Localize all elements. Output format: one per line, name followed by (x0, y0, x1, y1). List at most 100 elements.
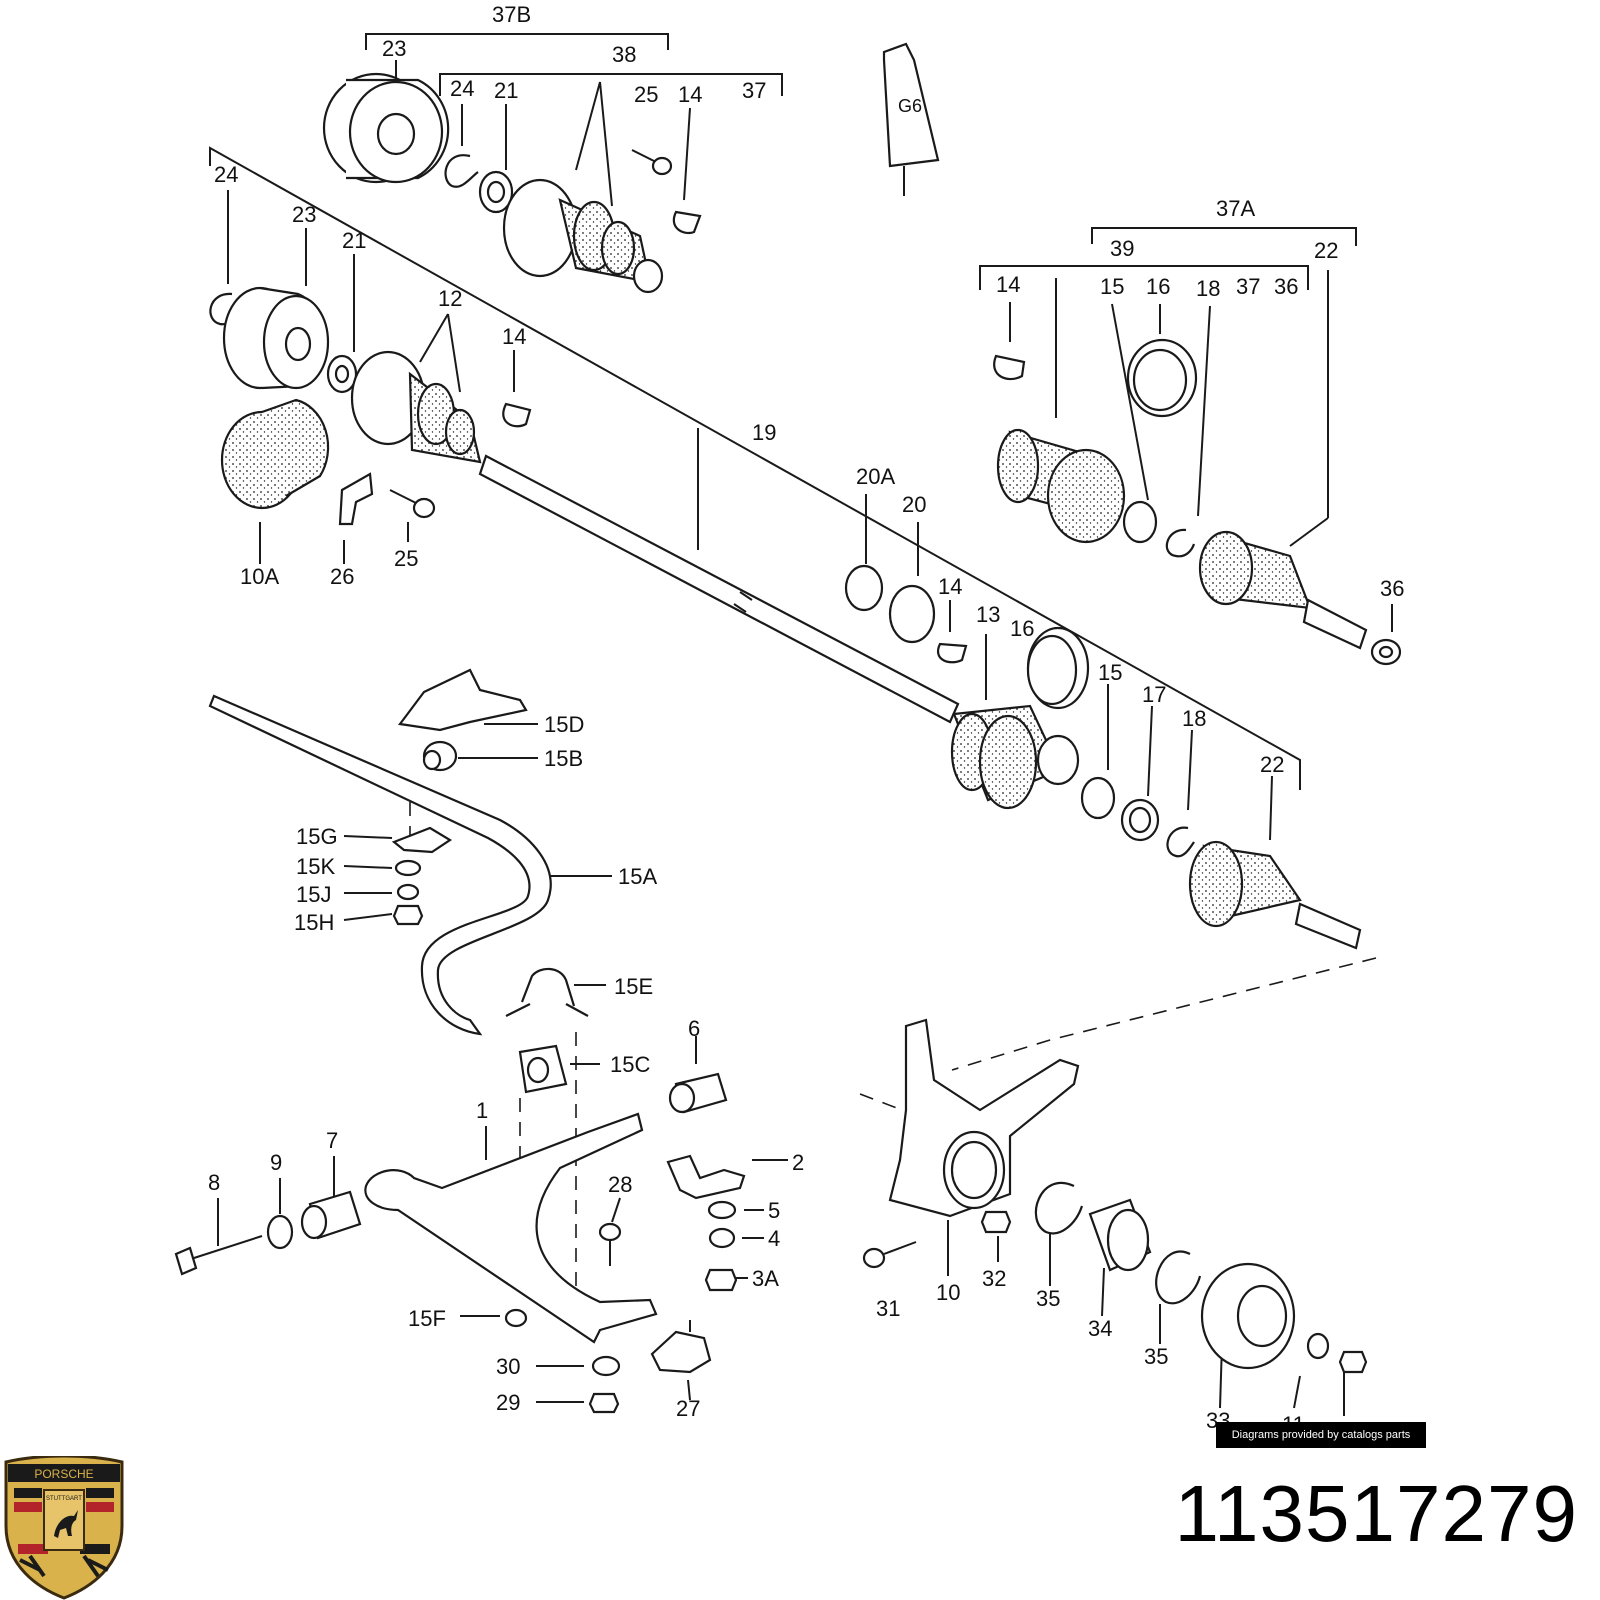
callout-labels: 37B 23 38 24 21 25 14 37 24 23 21 12 14 … (208, 2, 1404, 1437)
outer-cv-joint-part-22-lower (1188, 840, 1362, 950)
callout-label: 22 (1260, 752, 1284, 777)
callout-label: 10 (936, 1280, 960, 1305)
drive-shaft-part-19 (478, 454, 960, 724)
callout-label: 35 (1036, 1286, 1060, 1311)
nut-part-11-hub (1338, 1350, 1368, 1374)
nut-part-32 (980, 1210, 1012, 1234)
callout-label: 36 (1274, 274, 1298, 299)
callout-label: 14 (678, 82, 702, 107)
callout-label: 37 (1236, 274, 1260, 299)
callout-label: 7 (326, 1128, 338, 1153)
nut-part-15H (392, 904, 424, 926)
callout-label: 6 (688, 1016, 700, 1041)
callout-label: 24 (214, 162, 238, 187)
callout-label: 35 (1144, 1344, 1168, 1369)
callout-label: 23 (292, 202, 316, 227)
callout-label: 16 (1010, 616, 1034, 641)
crest-city: STUTTGART (46, 1496, 82, 1502)
callout-label: 16 (1146, 274, 1170, 299)
sway-bar-part-15A (208, 694, 552, 1036)
bracket-part-15G (391, 826, 453, 854)
hub-part-33 (1200, 1262, 1296, 1370)
clamp-part-14-right (993, 354, 1026, 381)
diagram-credit-badge: Diagrams provided by catalogs parts (1216, 1422, 1426, 1448)
bolt-part-28 (598, 1222, 622, 1266)
bracket-part-15D (398, 668, 528, 732)
callout-label: 37A (1216, 196, 1255, 221)
nut-part-29 (588, 1392, 620, 1414)
cv-joint-part-38-top (502, 178, 664, 294)
hose-clamp-part-16-right (1126, 338, 1198, 418)
washer-part-21-left (326, 354, 358, 394)
callout-label: 28 (608, 1172, 632, 1197)
callout-label: 15F (408, 1306, 446, 1331)
callout-label: 34 (1088, 1316, 1112, 1341)
bolt-part-8 (174, 1235, 263, 1276)
bolt-part-31 (862, 1241, 917, 1269)
callout-label: 12 (438, 286, 462, 311)
callout-label: 15G (296, 824, 338, 849)
callout-label: 23 (382, 36, 406, 61)
callout-label: 20 (902, 492, 926, 517)
callout-label: 15H (294, 910, 334, 935)
nut-part-36 (1370, 638, 1402, 666)
brand-crest-logo: PORSCHE STUTTGART (4, 1456, 124, 1600)
callout-label: 27 (676, 1396, 700, 1421)
callout-label: 38 (612, 42, 636, 67)
boot-part-39 (996, 428, 1126, 544)
washer-part-5 (707, 1200, 737, 1220)
control-arm-part-1 (364, 1112, 658, 1344)
flange-part-23-left (222, 286, 330, 390)
callout-label: 29 (496, 1390, 520, 1415)
clamp-part-14-mid-left (502, 402, 532, 428)
callout-label: 37B (492, 2, 531, 27)
leader-lines (209, 33, 1393, 1416)
lockwasher-part-15J (396, 883, 420, 901)
tube-label: G6 (898, 96, 922, 116)
callout-label: 8 (208, 1170, 220, 1195)
callout-label: 15K (296, 854, 335, 879)
ball-joint-part-27 (650, 1320, 712, 1374)
callout-label: 36 (1380, 576, 1404, 601)
washer-part-15-mid (1080, 776, 1116, 820)
callout-label: 3A (752, 1266, 779, 1291)
clamp-part-14-mid (937, 642, 968, 664)
callout-label: 32 (982, 1266, 1006, 1291)
bolt-part-25-top (631, 149, 673, 176)
circlip-part-18-mid (1166, 826, 1195, 858)
callout-label: 21 (342, 228, 366, 253)
callout-label: 15C (610, 1052, 650, 1077)
callout-label: 9 (270, 1150, 282, 1175)
circlip-part-18-right (1165, 528, 1196, 558)
callout-label: 31 (876, 1296, 900, 1321)
part-number-text: 113517279 (1174, 1469, 1578, 1558)
callout-label: 19 (752, 420, 776, 445)
grease-tube-part-37: G6 (882, 42, 940, 168)
circlip-part-35-left (1034, 1182, 1084, 1235)
horse-icon (54, 1510, 78, 1538)
washer-part-15K (394, 859, 422, 877)
callout-label: 14 (938, 574, 962, 599)
nut-part-3A (704, 1268, 738, 1292)
callout-label: 1 (476, 1098, 488, 1123)
circlip-part-24-top (444, 154, 479, 188)
bushing-part-15B (422, 740, 458, 772)
callout-label: 18 (1182, 706, 1206, 731)
clamp-part-14-top (672, 210, 702, 235)
outer-cv-joint-part-22-upper (1198, 530, 1368, 650)
callout-label: 26 (330, 564, 354, 589)
ring-part-17 (1120, 798, 1160, 842)
callout-label: 17 (1142, 682, 1166, 707)
callout-label: 20A (856, 464, 895, 489)
bushing-part-15C (518, 1044, 568, 1094)
callout-label: 30 (496, 1354, 520, 1379)
callout-label: 15 (1100, 274, 1124, 299)
flange-part-23-top (322, 72, 450, 184)
bearing-part-34 (1088, 1198, 1152, 1272)
callout-label: 14 (502, 324, 526, 349)
callout-label: 13 (976, 602, 1000, 627)
steering-knuckle-part-10 (888, 1018, 1080, 1218)
callout-label: 25 (394, 546, 418, 571)
callout-label: 39 (1110, 236, 1134, 261)
